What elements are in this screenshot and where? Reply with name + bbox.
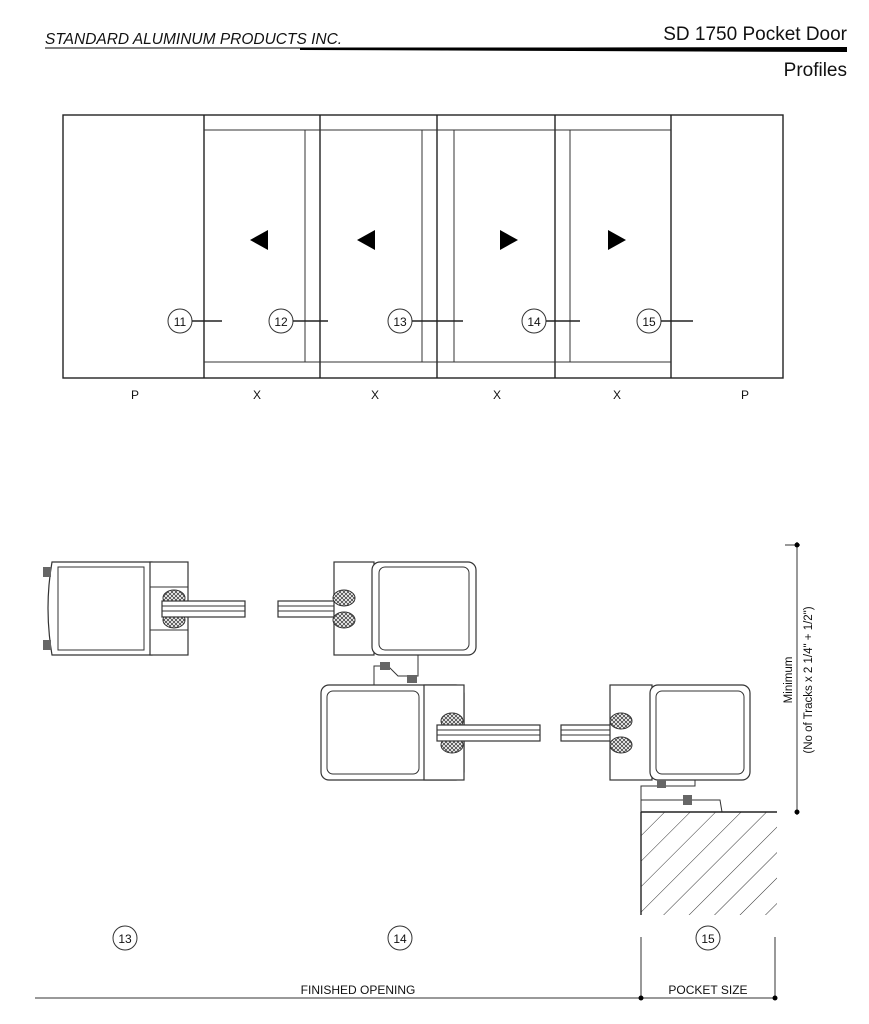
document-title: SD 1750 Pocket Door: [663, 24, 847, 45]
svg-text:14: 14: [393, 932, 407, 946]
arrow-right-icon: [608, 230, 626, 250]
pocket-size-label: POCKET SIZE: [668, 983, 747, 997]
panel-label: X: [371, 388, 379, 402]
panel-label: X: [493, 388, 501, 402]
svg-text:12: 12: [274, 315, 288, 329]
svg-text:14: 14: [527, 315, 541, 329]
panel-label: X: [613, 388, 621, 402]
door-elevation: [62, 114, 784, 379]
arrow-left-icon: [357, 230, 375, 250]
arrow-left-icon: [250, 230, 268, 250]
section-callout-14: 14: [387, 925, 413, 951]
callout-11: 11: [167, 308, 222, 334]
callout-13: 13: [387, 308, 463, 334]
callout-15: 15: [636, 308, 693, 334]
pocket-height-dimension: Minimum (No of Tracks x 2 1/4" + 1/2"): [783, 542, 815, 815]
panel-label: P: [741, 388, 749, 402]
document-subtitle: Profiles: [784, 60, 847, 81]
section-callout-15: 15: [695, 925, 721, 951]
callout-14: 14: [521, 308, 580, 334]
panel-label: P: [131, 388, 139, 402]
section-callout-13: 13: [112, 925, 138, 951]
arrow-right-icon: [500, 230, 518, 250]
svg-text:11: 11: [174, 315, 187, 329]
wall-hatch: [641, 812, 777, 915]
panel-label: X: [253, 388, 261, 402]
finished-opening-label: FINISHED OPENING: [301, 983, 416, 997]
svg-text:15: 15: [642, 315, 656, 329]
header-rule-bold: [300, 47, 847, 52]
panel-labels: P X X X X P: [131, 388, 749, 402]
company-name: STANDARD ALUMINUM PRODUCTS INC.: [45, 31, 342, 48]
svg-text:13: 13: [393, 315, 407, 329]
svg-text:Minimum: Minimum: [783, 657, 795, 704]
svg-text:(No of Tracks x 2 1/4" + 1/2"): (No of Tracks x 2 1/4" + 1/2"): [803, 606, 815, 753]
profile-section-15: [560, 684, 777, 915]
bottom-dimensions: FINISHED OPENING POCKET SIZE: [35, 937, 778, 1001]
svg-text:13: 13: [118, 932, 132, 946]
callout-12: 12: [268, 308, 328, 334]
profile-section-14: [277, 561, 541, 781]
profile-section-13: [43, 561, 246, 656]
svg-text:15: 15: [701, 932, 715, 946]
